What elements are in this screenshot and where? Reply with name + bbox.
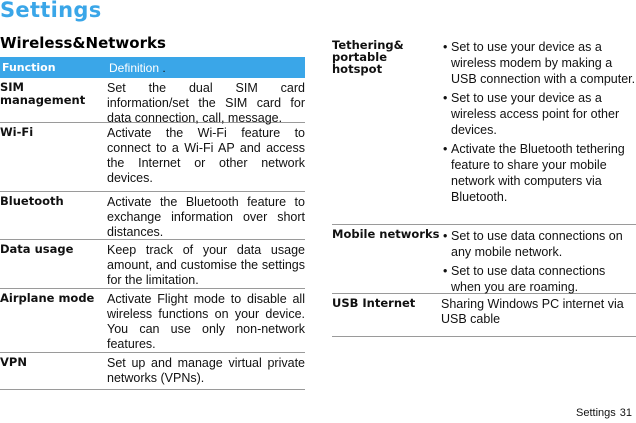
row-function: Data usage (0, 242, 74, 256)
function-table-right: Tethering& portable hotspot Set to use y… (332, 36, 636, 337)
row-definition: Keep track of your data usage amount, an… (107, 243, 305, 287)
page-number: 31 (619, 407, 632, 419)
row-definition: Activate the Bluetooth feature to exchan… (107, 195, 305, 239)
table-row: Wi-Fi Activate the Wi-Fi feature to conn… (0, 123, 305, 192)
table-row: Tethering& portable hotspot Set to use y… (332, 36, 636, 225)
row-function: Bluetooth (0, 194, 64, 208)
row-definition: Set to use your device as a wireless mod… (441, 36, 636, 224)
row-function: SIM management (0, 80, 86, 107)
page-title: Settings (0, 0, 102, 22)
header-definition: Definition (109, 60, 160, 75)
footer-section: Settings (576, 407, 616, 419)
row-definition: Set up and manage virtual private networ… (107, 356, 305, 385)
list-item: Set to use your device as a wireless acc… (441, 90, 636, 138)
row-function: VPN (0, 355, 27, 369)
row-function: Tethering& portable hotspot (332, 38, 404, 76)
header-dot: . (162, 60, 166, 75)
row-definition: Sharing Windows PC internet via USB cabl… (441, 297, 624, 326)
header-function: Function (2, 61, 56, 74)
table-row: Data usage Keep track of your data usage… (0, 240, 305, 289)
bullet-list: Set to use your device as a wireless mod… (441, 39, 636, 205)
table-row: Airplane mode Activate Flight mode to di… (0, 289, 305, 353)
bullet-list: Set to use data connections on any mobil… (441, 228, 636, 295)
list-item: Set to use data connections on any mobil… (441, 228, 636, 260)
row-definition: Set to use data connections on any mobil… (441, 225, 636, 295)
list-item: Activate the Bluetooth tethering feature… (441, 141, 636, 205)
header-definition-cell: Definition . (109, 61, 305, 75)
list-item: Set to use data connections when you are… (441, 263, 636, 295)
table-row: Mobile networks Set to use data connecti… (332, 225, 636, 294)
row-function: Airplane mode (0, 291, 95, 305)
row-definition: Activate Flight mode to disable all wire… (107, 292, 305, 351)
list-item: Set to use your device as a wireless mod… (441, 39, 636, 87)
row-function: USB Internet (332, 296, 416, 310)
table-row: USB Internet Sharing Windows PC internet… (332, 294, 636, 337)
table-row: Bluetooth Activate the Bluetooth feature… (0, 192, 305, 240)
table-row: VPN Set up and manage virtual private ne… (0, 353, 305, 390)
table-row: SIM management Set the dual SIM card inf… (0, 78, 305, 125)
section-title: Wireless&Networks (0, 34, 166, 52)
row-definition: Activate the Wi-Fi feature to connect to… (107, 126, 305, 185)
function-table-left: Function Definition . SIM management Set… (0, 57, 305, 390)
table-header: Function Definition . (0, 57, 305, 78)
row-function: Mobile networks (332, 227, 440, 241)
row-definition: Set the dual SIM card information/set th… (107, 81, 305, 125)
row-function: Wi-Fi (0, 125, 34, 139)
